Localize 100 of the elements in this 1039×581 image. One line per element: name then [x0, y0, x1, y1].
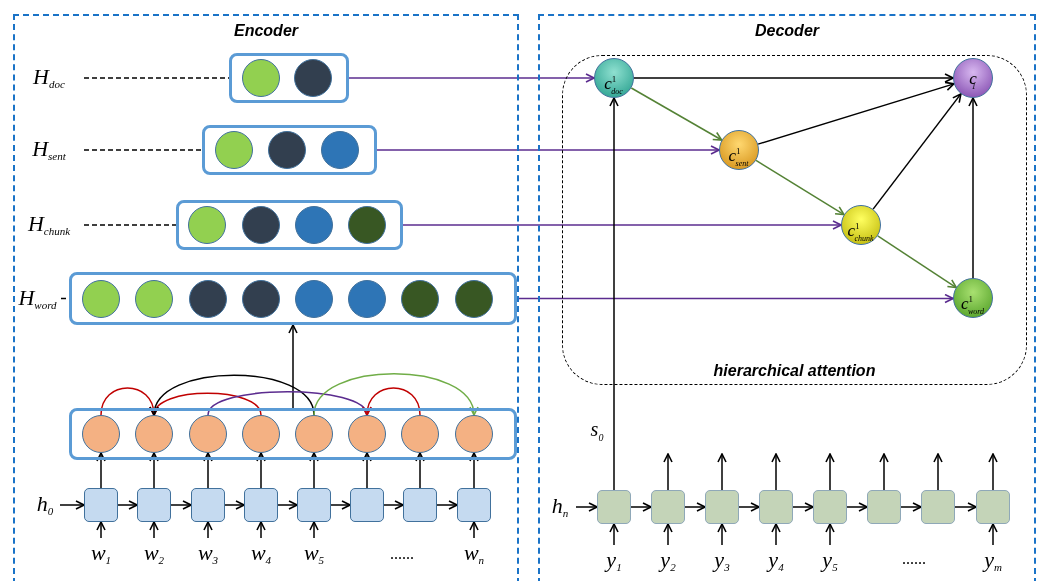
lstm-cell [350, 488, 384, 522]
arrow [224, 500, 245, 510]
vector-box [202, 125, 377, 175]
arrow [469, 521, 479, 539]
vector-circle [294, 59, 332, 97]
panel-title: Decoder [755, 22, 819, 40]
arrow [609, 97, 619, 491]
arrow [516, 293, 954, 304]
arrow [630, 502, 652, 512]
dashed-line [83, 149, 203, 151]
arrow [309, 452, 319, 489]
arrow [277, 500, 298, 510]
lstm-cell [297, 488, 331, 522]
variable-label: y$_{2}$ [652, 545, 684, 577]
variable-label: w$_{4}$ [245, 538, 277, 570]
variable-label: w$_{2}$ [138, 538, 170, 570]
arrow [402, 220, 842, 230]
arrow [757, 81, 955, 145]
encoder-panel [13, 14, 519, 581]
arrow [415, 452, 425, 489]
arrow [988, 523, 998, 546]
arrow [170, 500, 192, 510]
arrow [575, 502, 598, 512]
arrow [96, 521, 106, 539]
vector-circle [321, 131, 359, 169]
arrow [663, 453, 673, 491]
ellipsis-text: ...... [901, 550, 927, 568]
vector-circle [188, 206, 226, 244]
variable-label: y$_{4}$ [760, 545, 792, 577]
lstm-cell [597, 490, 631, 524]
arrow [771, 453, 781, 491]
arrow [348, 73, 595, 83]
vector-circle [295, 279, 333, 318]
arrow [988, 453, 998, 491]
arrow [203, 521, 213, 539]
arrow [879, 453, 889, 491]
vector-circle [455, 279, 493, 318]
arrow [309, 521, 319, 539]
hidden-state-circle [189, 415, 227, 453]
lstm-cell [976, 490, 1010, 524]
vector-circle [242, 59, 280, 97]
lstm-cell [84, 488, 118, 522]
arrow [872, 93, 962, 210]
arrow [717, 453, 727, 491]
vector-box [229, 53, 349, 103]
arrow [256, 452, 266, 489]
lstm-cell [244, 488, 278, 522]
layer-label: H$_{chunk}$ [14, 209, 84, 241]
lstm-cell [759, 490, 793, 524]
arrow [630, 87, 723, 141]
ellipsis-text: ...... [389, 545, 415, 563]
attention-region [562, 55, 1027, 385]
arrow [362, 452, 372, 489]
vector-circle [82, 279, 120, 318]
hidden-state-circle [455, 415, 493, 453]
layer-label: H$_{word}$ [14, 282, 61, 315]
arrow [96, 452, 106, 489]
region-title: hierarchical attention [713, 362, 876, 380]
dashed-line [83, 224, 177, 226]
arrow [633, 73, 954, 83]
hidden-state-circle [401, 415, 439, 453]
arrow [933, 453, 943, 491]
arrow [717, 523, 727, 546]
arrow [149, 521, 159, 539]
vector-circle [189, 279, 227, 318]
vector-circle [135, 279, 173, 318]
variable-label: w$_{5}$ [298, 538, 330, 570]
arrow [684, 502, 706, 512]
arrow [469, 452, 479, 489]
arrow [663, 523, 673, 546]
arrow [738, 502, 760, 512]
decoder-panel [538, 14, 1036, 581]
vector-circle [401, 279, 439, 318]
arrow [436, 500, 458, 510]
arrow [825, 453, 835, 491]
lstm-cell [813, 490, 847, 524]
panel-title: Encoder [234, 22, 298, 40]
layer-label: H$_{doc}$ [14, 62, 84, 94]
vector-circle [348, 206, 386, 244]
arrow [846, 502, 868, 512]
variable-label: y$_{m}$ [977, 545, 1009, 577]
variable-label: y$_{1}$ [598, 545, 630, 577]
hidden-state-circle [295, 415, 333, 453]
lstm-cell [705, 490, 739, 524]
hidden-state-circle [348, 415, 386, 453]
lstm-cell [137, 488, 171, 522]
vector-circle [215, 131, 253, 169]
arrow [755, 159, 845, 216]
arrow [376, 145, 720, 155]
variable-label: y$_{5}$ [814, 545, 846, 577]
lstm-cell [921, 490, 955, 524]
vector-circle [295, 206, 333, 244]
lstm-cell [867, 490, 901, 524]
variable-label: w$_{n}$ [458, 538, 490, 570]
arrow [792, 502, 814, 512]
arrow [149, 452, 159, 489]
lstm-cell [457, 488, 491, 522]
layer-label: H$_{sent}$ [14, 134, 84, 166]
hidden-state-circle [82, 415, 120, 453]
variable-label: y$_{3}$ [706, 545, 738, 577]
